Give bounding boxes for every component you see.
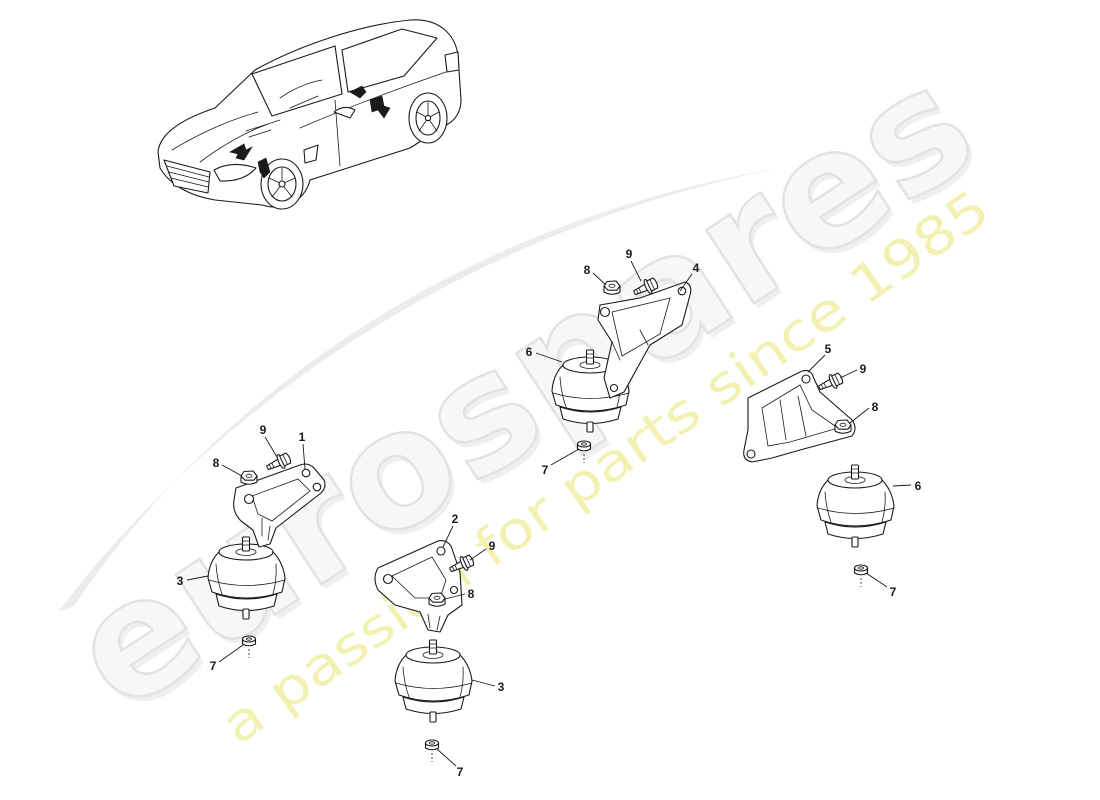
callout-nut: 8: [468, 587, 475, 601]
leader-line: [849, 407, 870, 424]
car-shoulder-line: [299, 71, 447, 129]
leader-line: [436, 748, 457, 767]
mount-location-arrow-icon: [349, 85, 367, 99]
car-rear-wheel: [408, 92, 448, 144]
callout-bracket: 5: [825, 342, 832, 356]
mount-location-arrow-icon: [229, 143, 253, 161]
leader-line: [807, 354, 826, 373]
mount-location-arrow-icon: [257, 157, 271, 179]
callout-washer: 7: [210, 659, 217, 673]
callout-bolt: 9: [489, 539, 496, 553]
car-hood-line: [171, 111, 259, 151]
leader-line: [550, 448, 580, 466]
callout-mount: 3: [177, 574, 184, 588]
mount-bracket-part-1: [233, 463, 326, 548]
mount-bracket-part-2: [374, 540, 463, 633]
leader-line: [221, 464, 243, 477]
leader-line: [892, 484, 912, 487]
mount-bracket-part-4: [597, 281, 692, 399]
leader-line: [865, 572, 888, 588]
leader-line: [302, 443, 306, 470]
leader-line: [264, 436, 278, 458]
leader-line: [444, 593, 466, 600]
car-fender-line: [199, 119, 281, 163]
center-mount-assembly: 2 9 8 3 7: [374, 512, 505, 779]
car-grille: [163, 159, 211, 194]
nut-part-8: [240, 470, 258, 485]
callout-bolt: 9: [860, 362, 867, 376]
car-rear-light: [444, 51, 460, 73]
car-overview-illustration: [157, 19, 462, 210]
nut-part-8: [428, 592, 446, 607]
car-windshield: [251, 45, 343, 117]
car-headlight: [213, 163, 257, 182]
car-interior-line: [279, 79, 323, 109]
nut-part-8: [603, 280, 621, 295]
leader-line: [839, 369, 858, 379]
leader-line: [630, 260, 642, 282]
leader-line: [469, 548, 487, 561]
callout-washer: 7: [542, 463, 549, 477]
right-mount-assembly: 5 9 8 6 7: [743, 342, 922, 599]
leader-line: [679, 273, 693, 292]
leader-line: [218, 644, 244, 663]
left-mount-assembly: 9 1 8 3 7: [177, 423, 326, 673]
car-mirror: [333, 106, 356, 119]
car-side-window: [341, 28, 438, 93]
car-hood-vent: [245, 123, 272, 138]
mount-location-arrow-icon: [369, 95, 391, 119]
callout-washer: 7: [457, 765, 464, 779]
mount-bracket-part-5: [743, 369, 856, 463]
callout-mount: 6: [915, 479, 922, 493]
callout-bracket: 2: [452, 512, 459, 526]
callout-bolt: 9: [260, 423, 267, 437]
leader-line: [471, 679, 496, 687]
leader-line: [186, 575, 209, 581]
nut-part-8: [834, 419, 852, 434]
callout-bracket: 4: [693, 261, 700, 275]
callout-bracket: 1: [299, 430, 306, 444]
car-front-wheel: [260, 158, 304, 210]
leader-line: [442, 525, 454, 548]
callout-nut: 8: [584, 263, 591, 277]
callout-washer: 7: [890, 585, 897, 599]
car-side-vent: [303, 144, 319, 164]
leader-line: [592, 272, 607, 286]
callout-nut: 8: [872, 400, 879, 414]
callout-mount: 6: [526, 345, 533, 359]
callout-nut: 8: [213, 456, 220, 470]
upper-mount-assembly: 8 9 4 6 7: [526, 247, 700, 477]
leader-line: [535, 352, 563, 363]
callout-mount: 3: [498, 680, 505, 694]
callout-bolt: 9: [626, 247, 633, 261]
